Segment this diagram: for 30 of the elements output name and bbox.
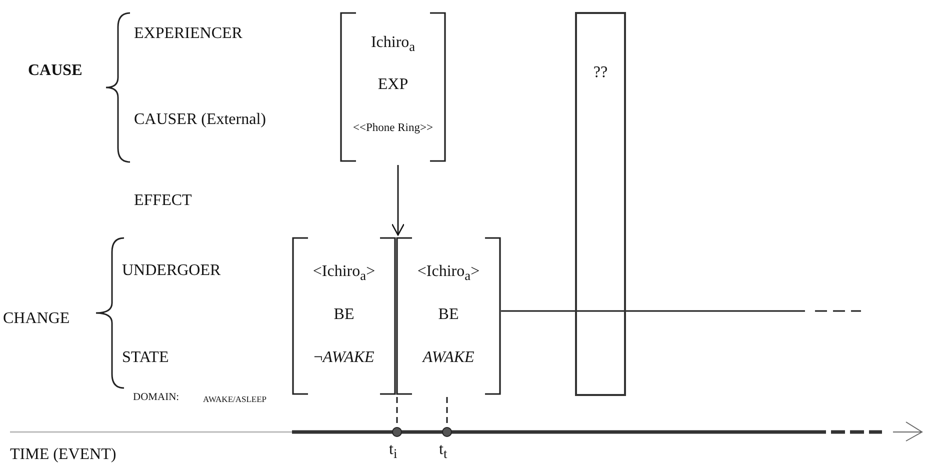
event-box (575, 12, 626, 396)
category-label: CHANGE (3, 310, 70, 328)
role-value: <Ichiro$_{a}$> (416, 263, 481, 286)
predicate: BE (332, 306, 356, 324)
category-label: CAUSE (28, 62, 82, 80)
state-matrix (396, 237, 501, 395)
time-point (392, 427, 402, 437)
category-label: EFFECT (134, 192, 192, 210)
axis-label: TIME (EVENT) (10, 446, 116, 464)
role-value: ?? (592, 64, 609, 82)
state-value: AWAKE (421, 349, 476, 367)
domain-label: DOMAIN: (133, 391, 180, 405)
role-value: <Ichiro$_{a}$> (312, 263, 376, 286)
state-value: <<Phone Ring>> (352, 121, 434, 136)
role-label: STATE (122, 349, 169, 367)
predicate: EXP (376, 76, 410, 94)
arrow (391, 165, 405, 236)
domain-value: AWAKE/ASLEEP (203, 393, 267, 406)
role-label: UNDERGOER (122, 262, 221, 280)
role-label: CAUSER (External) (134, 111, 266, 129)
state-value: ¬AWAKE (312, 349, 376, 367)
role-label: EXPERIENCER (134, 25, 242, 43)
predicate: BE (437, 306, 460, 324)
time-point (442, 427, 452, 437)
cause-matrix (340, 12, 446, 162)
role-value: Ichiro$_{a}$ (370, 34, 416, 56)
time-point-label: t$_{i}$ (389, 441, 398, 464)
state-matrix (292, 237, 396, 395)
connector-line (501, 310, 805, 312)
time-point-label: t$_{t}$ (439, 441, 448, 464)
